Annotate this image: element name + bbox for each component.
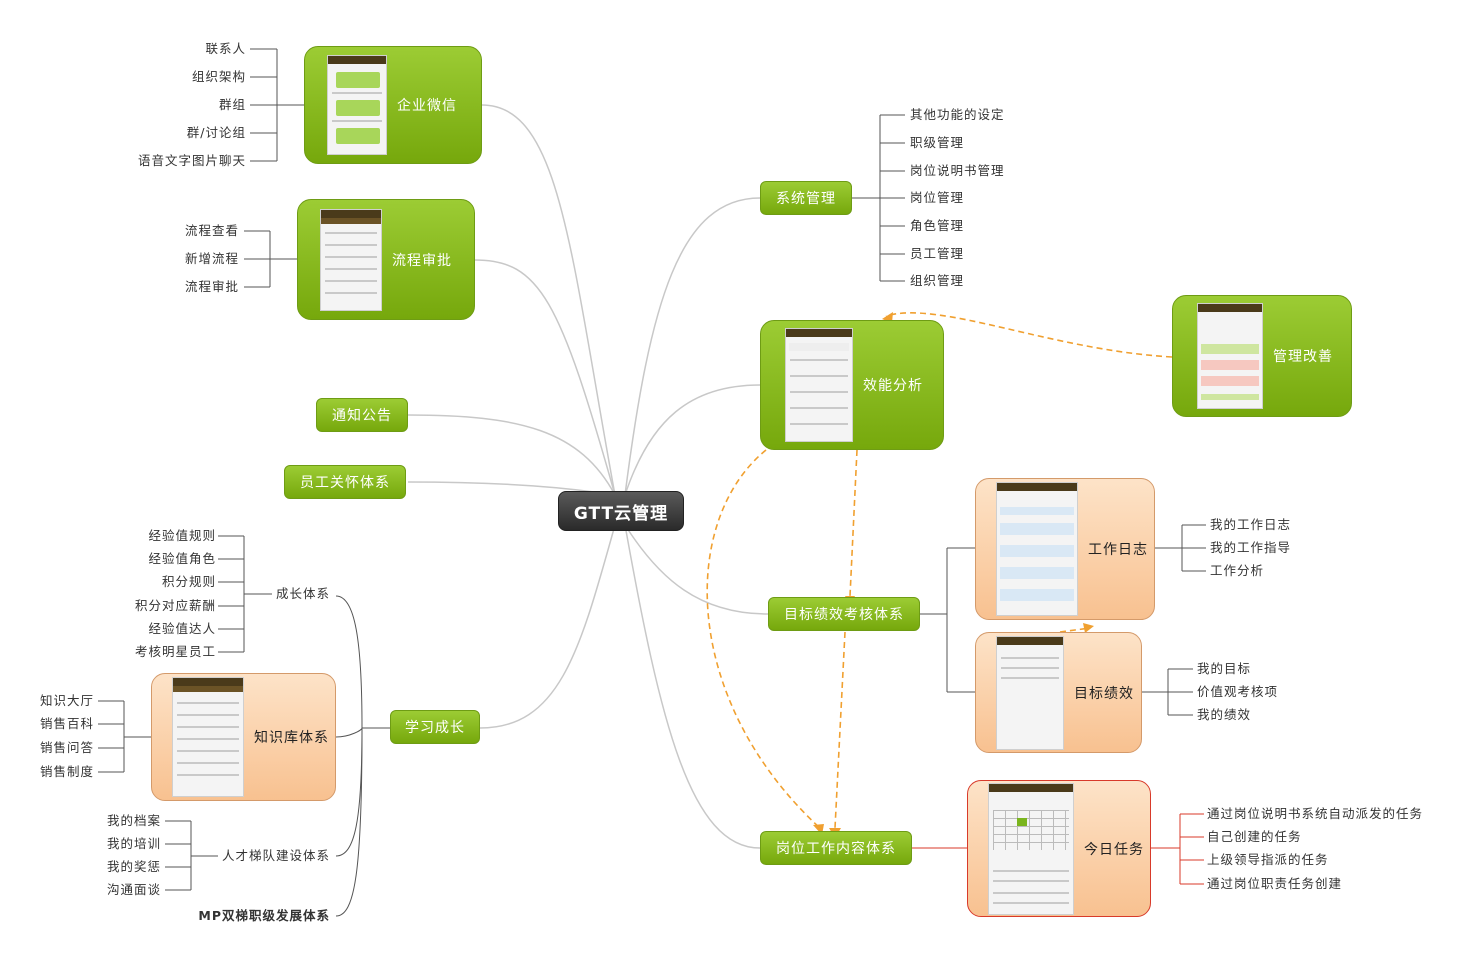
task-brackets bbox=[912, 813, 1204, 885]
target-performance-label: 目标绩效 bbox=[1074, 685, 1134, 702]
node-system-management[interactable]: 系统管理 bbox=[760, 181, 852, 215]
leaf-points-rules[interactable]: 积分规则 bbox=[161, 574, 216, 589]
talent-pipeline-label[interactable]: 人才梯队建设体系 bbox=[221, 848, 330, 863]
leaf-voice-chat[interactable]: 语音文字图片聊天 bbox=[137, 153, 246, 168]
performance-analysis-label: 效能分析 bbox=[863, 378, 923, 394]
approval-screenshot bbox=[320, 208, 382, 311]
leaf-values-assessment[interactable]: 价值观考核项 bbox=[1197, 684, 1279, 699]
leaf-rank-management[interactable]: 职级管理 bbox=[910, 135, 965, 150]
leaf-my-performance[interactable]: 我的绩效 bbox=[1197, 707, 1252, 722]
process-approval-label: 流程审批 bbox=[392, 252, 452, 269]
leaf-work-analysis[interactable]: 工作分析 bbox=[1210, 563, 1265, 578]
learning-growth-label: 学习成长 bbox=[405, 720, 465, 736]
leaf-duty-tasks[interactable]: 通过岗位职责任务创建 bbox=[1207, 876, 1343, 891]
enterprise-wechat-label: 企业微信 bbox=[397, 98, 457, 114]
node-management-improvement[interactable]: 管理改善 bbox=[1172, 295, 1352, 417]
work-log-label: 工作日志 bbox=[1088, 542, 1148, 558]
notice-label: 通知公告 bbox=[332, 408, 392, 424]
leaf-knowledge-hall[interactable]: 知识大厅 bbox=[39, 693, 94, 708]
node-employee-care[interactable]: 员工关怀体系 bbox=[284, 465, 406, 499]
leaf-sales-policy[interactable]: 销售制度 bbox=[39, 764, 94, 779]
leaf-exp-roles[interactable]: 经验值角色 bbox=[148, 551, 216, 566]
leaf-employee-management[interactable]: 员工管理 bbox=[910, 246, 965, 261]
dashed-flows bbox=[706, 312, 1173, 831]
node-today-tasks[interactable]: 今日任务 bbox=[967, 780, 1151, 917]
leaf-contacts[interactable]: 联系人 bbox=[205, 41, 246, 56]
leaf-exp-master[interactable]: 经验值达人 bbox=[148, 621, 216, 636]
node-work-log[interactable]: 工作日志 bbox=[975, 478, 1155, 620]
leaf-star-employee[interactable]: 考核明星员工 bbox=[134, 644, 216, 659]
leaf-my-profile[interactable]: 我的档案 bbox=[106, 813, 161, 828]
leaf-org-structure[interactable]: 组织架构 bbox=[191, 69, 246, 84]
management-improvement-label: 管理改善 bbox=[1273, 349, 1333, 365]
leaf-job-description[interactable]: 岗位说明书管理 bbox=[910, 163, 1005, 178]
node-target-performance-system[interactable]: 目标绩效考核体系 bbox=[768, 597, 920, 631]
node-target-performance[interactable]: 目标绩效 bbox=[975, 632, 1142, 753]
tasks-screenshot bbox=[988, 782, 1074, 915]
wechat-screenshot bbox=[327, 55, 387, 155]
leaf-other-settings[interactable]: 其他功能的设定 bbox=[910, 107, 1005, 122]
leaf-discussion-groups[interactable]: 群/讨论组 bbox=[186, 125, 246, 140]
employee-care-label: 员工关怀体系 bbox=[300, 475, 390, 491]
today-tasks-label: 今日任务 bbox=[1084, 841, 1144, 858]
leaf-new-process[interactable]: 新增流程 bbox=[184, 251, 239, 266]
center-node[interactable]: GTT云管理 bbox=[558, 491, 684, 531]
leaf-brackets bbox=[98, 48, 1206, 917]
leaf-position-management[interactable]: 岗位管理 bbox=[910, 190, 965, 205]
leaf-exp-rules[interactable]: 经验值规则 bbox=[148, 528, 216, 543]
node-knowledge-base[interactable]: 知识库体系 bbox=[151, 673, 336, 801]
leaf-sales-qa[interactable]: 销售问答 bbox=[39, 740, 94, 755]
system-management-label: 系统管理 bbox=[776, 191, 836, 207]
target-performance-system-label: 目标绩效考核体系 bbox=[784, 607, 904, 623]
leaf-my-work-log[interactable]: 我的工作日志 bbox=[1210, 517, 1292, 532]
leaf-role-management[interactable]: 角色管理 bbox=[910, 218, 965, 233]
leaf-org-management[interactable]: 组织管理 bbox=[910, 273, 965, 288]
knowledge-base-label: 知识库体系 bbox=[254, 730, 329, 746]
work-log-screenshot bbox=[996, 482, 1078, 616]
leaf-groups[interactable]: 群组 bbox=[218, 97, 246, 112]
node-performance-analysis[interactable]: 效能分析 bbox=[760, 320, 944, 450]
leaf-process-approve[interactable]: 流程审批 bbox=[184, 279, 239, 294]
node-learning-growth[interactable]: 学习成长 bbox=[390, 710, 480, 744]
center-label: GTT云管理 bbox=[573, 503, 669, 524]
analysis-screenshot bbox=[785, 328, 853, 442]
leaf-my-rewards[interactable]: 我的奖惩 bbox=[106, 859, 161, 874]
leaf-interviews[interactable]: 沟通面谈 bbox=[106, 882, 161, 897]
leaf-assigned-tasks[interactable]: 上级领导指派的任务 bbox=[1207, 852, 1329, 867]
leaf-my-training[interactable]: 我的培训 bbox=[106, 836, 161, 851]
leaf-auto-dispatch-tasks[interactable]: 通过岗位说明书系统自动派发的任务 bbox=[1207, 806, 1424, 821]
knowledge-screenshot bbox=[172, 677, 244, 797]
node-enterprise-wechat[interactable]: 企业微信 bbox=[304, 46, 482, 164]
node-process-approval[interactable]: 流程审批 bbox=[297, 199, 475, 320]
node-notice[interactable]: 通知公告 bbox=[316, 398, 408, 432]
leaf-self-created-tasks[interactable]: 自己创建的任务 bbox=[1207, 829, 1302, 844]
main-branches bbox=[407, 104, 769, 849]
growth-system-label[interactable]: 成长体系 bbox=[275, 586, 330, 601]
leaf-my-goals[interactable]: 我的目标 bbox=[1197, 661, 1252, 676]
leaf-process-view[interactable]: 流程查看 bbox=[184, 223, 239, 238]
leaf-points-salary[interactable]: 积分对应薪酬 bbox=[134, 598, 216, 613]
target-screenshot bbox=[996, 635, 1064, 750]
mp-career-label[interactable]: MP双梯职级发展体系 bbox=[198, 908, 330, 923]
job-content-system-label: 岗位工作内容体系 bbox=[776, 841, 896, 857]
leaf-sales-wiki[interactable]: 销售百科 bbox=[39, 716, 94, 731]
leaf-my-work-guidance[interactable]: 我的工作指导 bbox=[1210, 540, 1292, 555]
node-job-content-system[interactable]: 岗位工作内容体系 bbox=[760, 831, 912, 865]
improvement-screenshot bbox=[1197, 303, 1263, 409]
